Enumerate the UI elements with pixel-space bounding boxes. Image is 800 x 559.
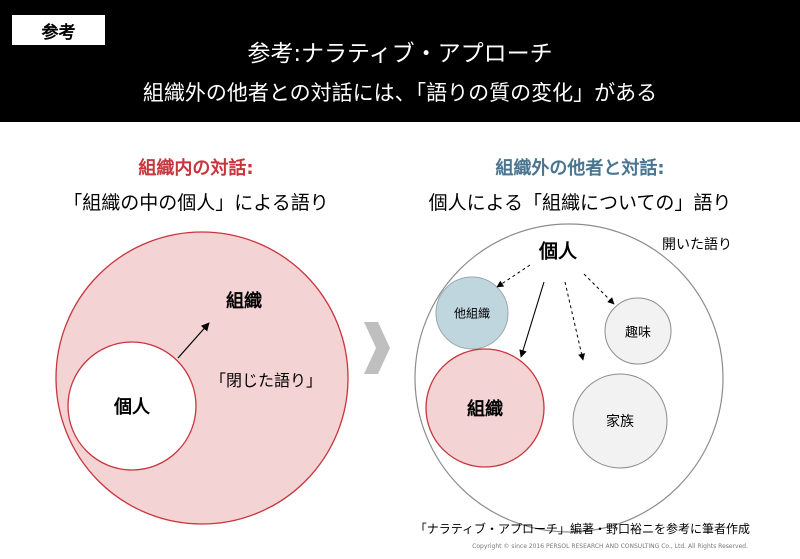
family-label: 家族 xyxy=(606,414,634,430)
right-org-label: 組織 xyxy=(467,399,503,420)
left-org-label: 組織 xyxy=(226,291,262,312)
copyright-note: Copyright © since 2016 PERSOL RESEARCH A… xyxy=(472,543,748,550)
reference-tag: 参考 xyxy=(12,15,105,45)
slide-title: 参考:ナラティブ・アプローチ xyxy=(247,41,553,67)
left-arrow xyxy=(177,322,210,359)
right-org-circle xyxy=(425,348,545,468)
family-circle xyxy=(572,373,668,469)
closed-narrative-label: 「閉じた語り」 xyxy=(209,371,323,390)
transition-chevron-icon xyxy=(364,322,390,374)
other-org-label: 他組織 xyxy=(453,306,491,321)
open-narrative-label: 開いた語り xyxy=(662,237,732,253)
right-individual-label: 個人 xyxy=(538,240,578,263)
arrow-to-org xyxy=(519,281,545,358)
left-individual-circle xyxy=(67,341,197,471)
left-individual-label: 個人 xyxy=(114,397,150,418)
right-subheading: 個人による「組織についての」語り xyxy=(428,192,732,214)
arrow-to-hobby xyxy=(583,273,615,305)
left-subheading: 「組織の中の個人」による語り xyxy=(63,192,329,214)
hobby-label: 趣味 xyxy=(624,325,652,341)
other-org-circle xyxy=(435,276,509,350)
hobby-circle xyxy=(604,297,672,365)
header-bar: 参考 参考:ナラティブ・アプローチ 組織外の他者との対話には、「語りの質の変化」… xyxy=(0,0,800,122)
arrow-to-other-org xyxy=(496,264,531,288)
source-note: 「ナラティブ・アプローチ」編著・野口裕ニを参考に筆者作成 xyxy=(414,522,750,536)
left-heading: 組織内の対話: xyxy=(138,158,254,179)
right-heading: 組織外の他者と対話: xyxy=(495,158,665,179)
arrow-to-family xyxy=(564,281,585,361)
slide-subtitle: 組織外の他者との対話には、「語りの質の変化」がある xyxy=(142,81,658,105)
